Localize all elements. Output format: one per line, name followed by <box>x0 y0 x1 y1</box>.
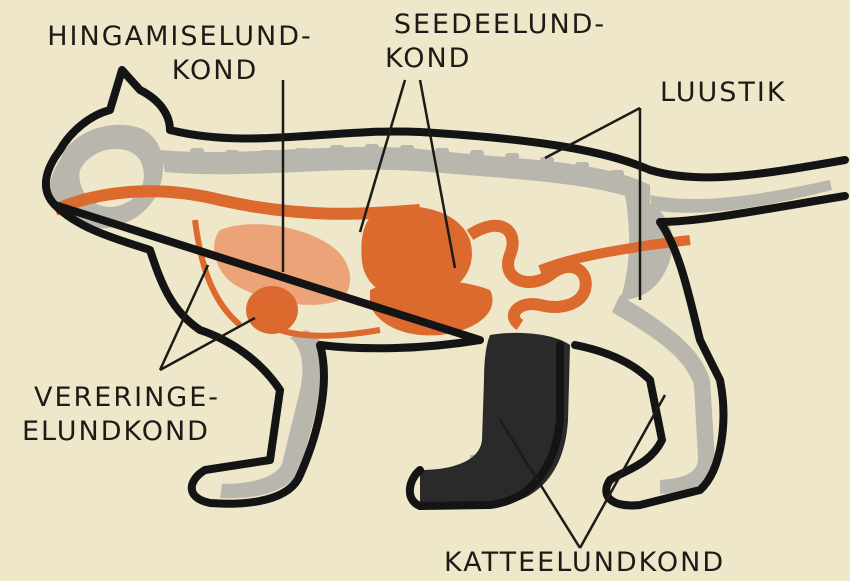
label-circulatory-line2: ELUNDKOND <box>22 415 220 449</box>
label-digestive-line2: KOND <box>385 42 615 76</box>
label-skeleton: LUUSTIK <box>660 76 787 110</box>
leader-skin-2 <box>580 395 665 548</box>
label-digestive-line1: SEEDEELUND- <box>385 8 615 42</box>
label-digestive: SEEDEELUND- KOND <box>385 8 615 76</box>
organs <box>55 191 690 335</box>
leader-circulatory <box>160 265 208 370</box>
label-skin: KATTEELUNDKOND <box>444 546 725 580</box>
label-respiratory: HINGAMISELUND- KOND <box>30 20 330 88</box>
label-circulatory: VERERINGE- ELUNDKOND <box>22 381 220 449</box>
dark-fur-leg <box>420 333 570 505</box>
label-circulatory-line1: VERERINGE- <box>22 381 220 415</box>
tail-bones <box>650 180 832 213</box>
label-respiratory-line2: KOND <box>30 54 330 88</box>
leader-circulatory-2 <box>160 318 255 370</box>
heart <box>246 286 298 334</box>
label-respiratory-line1: HINGAMISELUND- <box>30 20 330 54</box>
